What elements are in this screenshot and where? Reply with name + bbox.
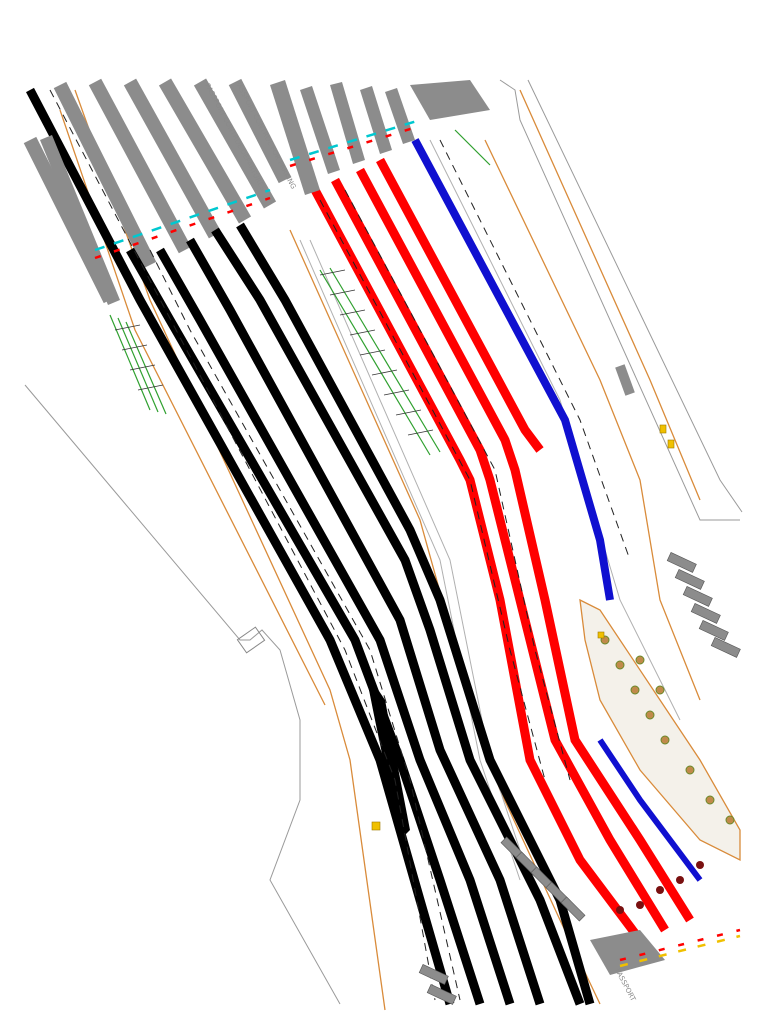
stop-markings bbox=[94, 118, 741, 968]
red-lanes bbox=[311, 157, 694, 943]
lane-markings bbox=[49, 89, 631, 1001]
booths bbox=[40, 80, 665, 975]
hatch-area-icon bbox=[109, 129, 491, 456]
parked-vehicles-bottom bbox=[418, 836, 586, 1005]
traffic-cone-icon bbox=[600, 635, 735, 825]
booth-markers bbox=[616, 861, 704, 914]
boundary-structure bbox=[236, 626, 266, 654]
hatch-lines bbox=[114, 269, 434, 436]
island bbox=[579, 598, 741, 862]
black-lanes bbox=[26, 87, 595, 1006]
site-boundary bbox=[24, 79, 743, 1005]
parked-vehicle-icon bbox=[666, 552, 741, 658]
yellow-markers bbox=[371, 424, 675, 831]
label-passport-bottom: PASSPORT bbox=[613, 967, 637, 1003]
blue-lanes bbox=[411, 138, 703, 882]
black-lane-wide bbox=[365, 670, 410, 840]
booth-icon bbox=[410, 80, 490, 120]
